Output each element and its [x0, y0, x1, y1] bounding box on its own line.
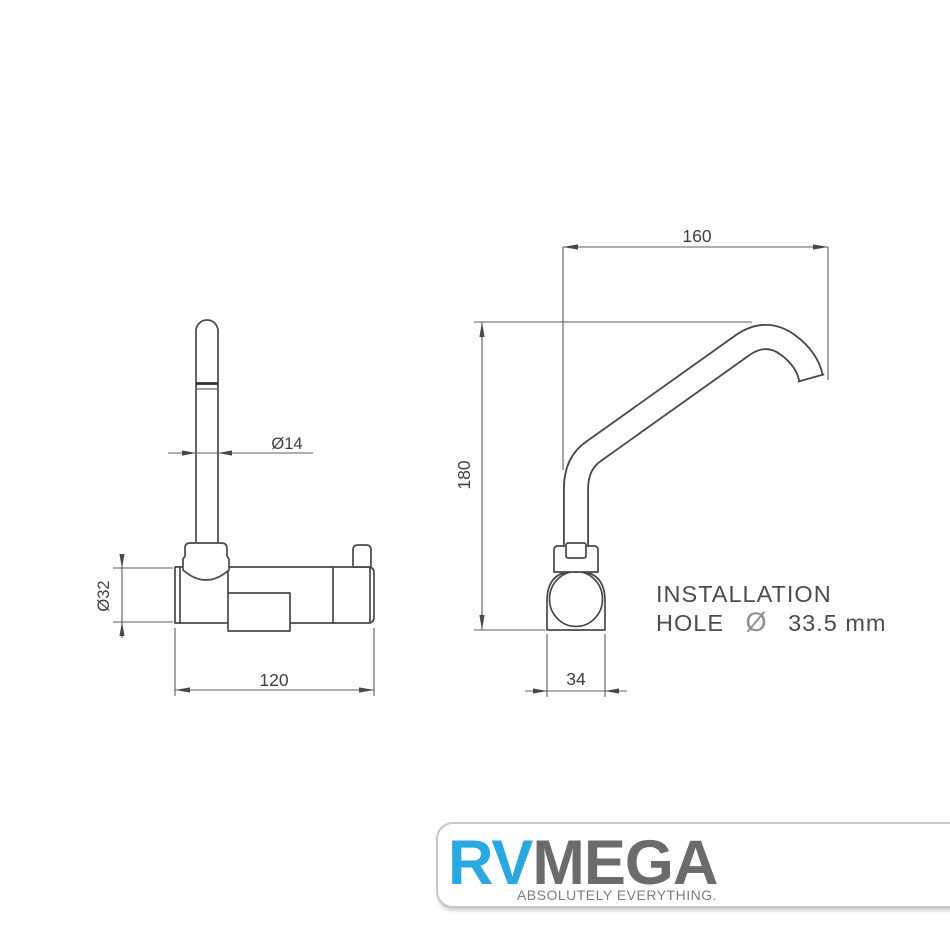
logo-brand-rv: RV: [448, 828, 533, 898]
dim-horizontal-reach-label: 160: [682, 226, 711, 246]
base-nut-tab: [565, 542, 587, 559]
dim-body-diameter-label: Ø32: [95, 580, 113, 611]
rvmega-logo: RVMEGA ABSOLUTELY EVERYTHING.: [436, 822, 950, 908]
logo-tagline: ABSOLUTELY EVERYTHING.: [516, 887, 717, 903]
dim-body-length: 120: [174, 628, 375, 696]
logo-brand-text: RVMEGA: [448, 826, 718, 900]
left-view: Ø14 Ø32 120: [95, 319, 375, 696]
dim-vertical-height: 180: [454, 322, 485, 630]
dim-spout-diameter-label: Ø14: [271, 435, 302, 453]
dim-body-diameter: Ø32: [95, 554, 173, 638]
dim-body-length-label: 120: [259, 670, 288, 690]
installation-diameter-symbol-icon: Ø: [746, 607, 768, 637]
dim-base-width: 34: [525, 634, 627, 697]
body-knob: [352, 544, 372, 568]
base-nut: [553, 545, 599, 573]
installation-hole-label: HOLE: [656, 610, 724, 636]
dim-lines-behind: [474, 246, 829, 631]
spout-tube: [195, 319, 219, 545]
spout-curve-core: [564, 325, 822, 545]
spout-collar: [182, 542, 230, 581]
mounting-block: [227, 592, 291, 632]
installation-note-line2: HOLE Ø 33.5 mm: [656, 607, 887, 637]
logo-brand-mega: MEGA: [532, 828, 718, 898]
dim-horizontal-reach: 160: [563, 226, 828, 250]
dim-spout-diameter: Ø14: [168, 435, 313, 456]
installation-note: INSTALLATION HOLE Ø 33.5 mm: [656, 581, 887, 637]
installation-note-line1: INSTALLATION: [656, 581, 832, 607]
installation-hole-value: 33.5 mm: [788, 610, 886, 636]
right-view: 160 180 34 INSTALLATION HOLE: [454, 226, 887, 697]
dim-base-width-label: 34: [566, 669, 586, 689]
spout-tip-face: [797, 373, 825, 383]
dim-vertical-height-label: 180: [454, 460, 474, 489]
base-circle: [548, 570, 604, 628]
